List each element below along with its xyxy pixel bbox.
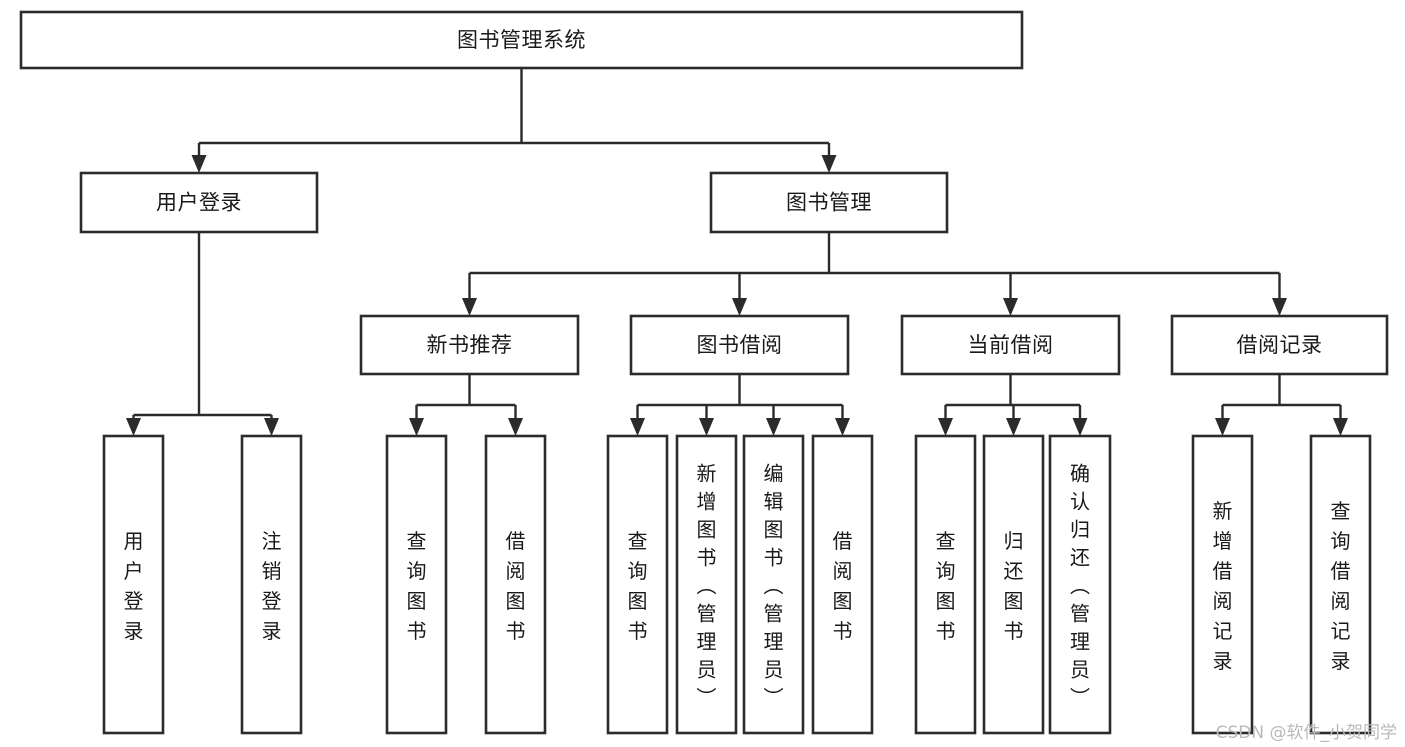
node-label: 编辑图书︵管理员︶ (764, 461, 784, 709)
connector-group-borrow-record (1215, 374, 1348, 436)
node-box[interactable] (811, 434, 874, 735)
arrow-head-icon (1333, 418, 1348, 436)
node-box[interactable] (709, 171, 949, 234)
node-box[interactable] (1170, 314, 1389, 376)
node-label: 借阅图书 (833, 529, 853, 643)
node-box[interactable] (629, 314, 850, 376)
node-box[interactable] (1191, 434, 1254, 735)
node-book-borrow[interactable]: 图书借阅 (629, 314, 850, 376)
node-box[interactable] (982, 434, 1045, 735)
node-leaf-confirm-return[interactable]: 确认归还︵管理员︶ (1048, 434, 1112, 735)
arrow-head-icon (1072, 418, 1088, 436)
node-box[interactable] (484, 434, 547, 735)
node-borrow-record[interactable]: 借阅记录 (1170, 314, 1389, 376)
node-label: 用户登录 (156, 191, 242, 215)
node-label: 借阅图书 (506, 529, 526, 643)
node-leaf-borrow-book-2[interactable]: 借阅图书 (811, 434, 874, 735)
node-box[interactable] (79, 171, 319, 234)
node-label: 查询图书 (407, 529, 427, 643)
connector-group-current-borrow (938, 374, 1088, 436)
node-box[interactable] (675, 434, 738, 735)
node-layer: 图书管理系统用户登录图书管理新书推荐图书借阅当前借阅借阅记录用户登录注销登录查询… (19, 10, 1389, 735)
arrow-head-icon (732, 298, 747, 316)
node-label: 查询图书 (936, 529, 956, 643)
node-leaf-edit-book[interactable]: 编辑图书︵管理员︶ (742, 434, 805, 735)
arrow-head-icon (1215, 418, 1230, 436)
node-root[interactable]: 图书管理系统 (19, 10, 1024, 70)
node-label: 新增借阅记录 (1213, 499, 1233, 673)
node-label: 图书借阅 (697, 333, 783, 357)
node-box[interactable] (19, 10, 1024, 70)
node-box[interactable] (1309, 434, 1372, 735)
node-leaf-query-book-3[interactable]: 查询图书 (914, 434, 977, 735)
arrow-head-icon (821, 155, 837, 173)
node-box[interactable] (385, 434, 448, 735)
arrow-head-icon (835, 418, 850, 436)
node-label: 查询图书 (628, 529, 648, 643)
connector-group-new-book-recommend (409, 374, 523, 436)
arrow-head-icon (1006, 418, 1021, 436)
node-leaf-add-record[interactable]: 新增借阅记录 (1191, 434, 1254, 735)
arrow-head-icon (1272, 298, 1287, 316)
node-box[interactable] (900, 314, 1121, 376)
node-leaf-return-book[interactable]: 归还图书 (982, 434, 1045, 735)
node-leaf-add-book[interactable]: 新增图书︵管理员︶ (675, 434, 738, 735)
connector-layer (126, 68, 1348, 436)
node-label: 查询借阅记录 (1331, 499, 1351, 673)
connector-group-book-borrow (630, 374, 850, 436)
node-label: 新增图书︵管理员︶ (697, 461, 717, 709)
node-box[interactable] (102, 434, 165, 735)
node-leaf-borrow-book-1[interactable]: 借阅图书 (484, 434, 547, 735)
node-leaf-query-book-1[interactable]: 查询图书 (385, 434, 448, 735)
node-label: 新书推荐 (427, 333, 513, 357)
node-leaf-query-book-2[interactable]: 查询图书 (606, 434, 669, 735)
node-box[interactable] (359, 314, 580, 376)
node-box[interactable] (914, 434, 977, 735)
node-leaf-query-record[interactable]: 查询借阅记录 (1309, 434, 1372, 735)
node-current-borrow[interactable]: 当前借阅 (900, 314, 1121, 376)
arrow-head-icon (264, 418, 279, 436)
node-user-login[interactable]: 用户登录 (79, 171, 319, 234)
arrow-head-icon (1003, 298, 1018, 316)
node-box[interactable] (606, 434, 669, 735)
node-leaf-logout[interactable]: 注销登录 (240, 434, 303, 735)
node-label: 当前借阅 (968, 333, 1054, 357)
arrow-head-icon (699, 418, 714, 436)
node-leaf-user-login[interactable]: 用户登录 (102, 434, 165, 735)
arrow-head-icon (508, 418, 523, 436)
arrow-head-icon (462, 298, 477, 316)
arrow-head-icon (409, 418, 424, 436)
node-label: 确认归还︵管理员︶ (1070, 461, 1090, 709)
arrow-head-icon (766, 418, 781, 436)
watermark-text: CSDN @软件_小贺同学 (1215, 723, 1397, 743)
node-new-book-recommend[interactable]: 新书推荐 (359, 314, 580, 376)
node-box[interactable] (240, 434, 303, 735)
node-book-manage[interactable]: 图书管理 (709, 171, 949, 234)
arrow-head-icon (630, 418, 645, 436)
node-label: 借阅记录 (1237, 333, 1323, 357)
node-label: 注销登录 (262, 529, 282, 643)
node-label: 图书管理 (786, 191, 872, 215)
arrow-head-icon (191, 155, 207, 173)
node-label: 归还图书 (1004, 529, 1024, 643)
connector-group-user-login (126, 232, 279, 436)
connector-group-root (191, 68, 837, 173)
connector-group-book-manage (462, 232, 1287, 316)
arrow-head-icon (126, 418, 141, 436)
node-box[interactable] (742, 434, 805, 735)
node-label: 图书管理系统 (457, 28, 586, 52)
node-box[interactable] (1048, 434, 1112, 735)
arrow-head-icon (938, 418, 953, 436)
node-label: 用户登录 (124, 529, 144, 643)
